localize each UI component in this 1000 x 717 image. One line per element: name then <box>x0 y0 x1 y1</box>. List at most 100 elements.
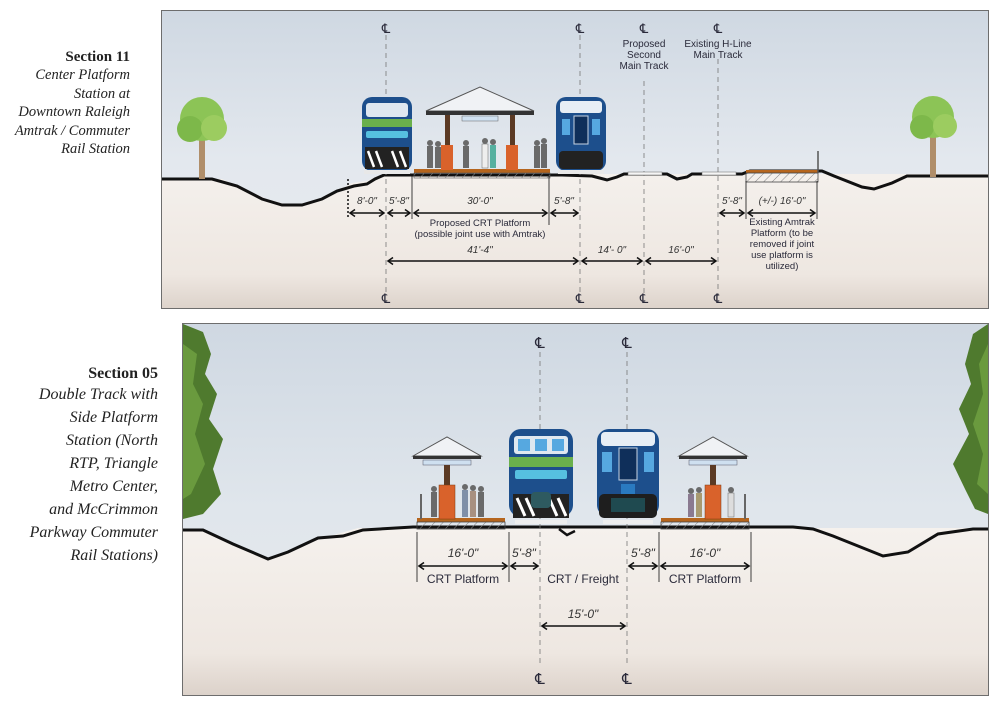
dimension-arrowhead <box>386 208 394 218</box>
section-05-desc-line: RTP, Triangle <box>69 455 158 472</box>
dimension-arrowhead <box>404 208 412 218</box>
dimension-label: 8'-0" <box>357 196 377 207</box>
left-platform-label: CRT Platform <box>427 572 499 586</box>
amtrak-platform-note: Existing Amtrak <box>749 217 815 228</box>
centerline-icon: ℄ <box>381 291 391 306</box>
dimension-label: 41'-4" <box>467 245 493 256</box>
dimension-arrowhead <box>386 256 394 266</box>
amtrak-platform-note: use platform is <box>751 250 813 261</box>
dimension-arrowhead <box>532 561 540 571</box>
dimension-arrowhead <box>636 256 644 266</box>
dimension-arrowhead <box>572 208 580 218</box>
center-platform-shelter <box>413 86 551 179</box>
centerline-icon: ℄ <box>639 21 649 36</box>
people-group <box>427 138 547 169</box>
amtrak-platform-note: removed if joint <box>750 239 815 250</box>
dimension-arrowhead <box>549 208 557 218</box>
dimension-arrowhead <box>540 621 548 631</box>
section-11-svg: ℄ ℄ ℄ ℄ ℄ ℄ ℄ ℄ Proposed Second Main Tra… <box>162 11 988 308</box>
section-05-caption: Section 05 Double Track with Side Platfo… <box>0 364 158 567</box>
section-11-desc-line: Station at <box>74 85 130 102</box>
dimension-label: 16'-0" <box>690 546 721 560</box>
tree-left <box>183 324 223 519</box>
dimension-arrowhead <box>809 208 817 218</box>
dimension-arrowhead <box>501 561 509 571</box>
track-existing-hline <box>701 171 737 176</box>
existing-amtrak-platform <box>745 151 819 183</box>
locomotive-left <box>509 429 573 524</box>
locomotive-right <box>597 429 659 524</box>
dimension-arrowhead <box>718 208 726 218</box>
section-05-desc-line: Parkway Commuter <box>29 524 158 541</box>
people-left-platform <box>431 484 484 517</box>
dimension-lines-row-2 <box>386 256 718 266</box>
dimension-arrowhead <box>627 561 635 571</box>
dimension-label: 30'-0" <box>467 196 493 207</box>
crt-platform-note: Proposed CRT Platform <box>430 218 531 229</box>
dimension-arrowhead <box>659 561 667 571</box>
tree-left <box>177 97 227 179</box>
dimension-label: 5'-8" <box>722 196 742 207</box>
centerline-icon: ℄ <box>575 21 585 36</box>
dimension-label: (+/-) 16'-0" <box>759 196 806 207</box>
dimension-arrowhead <box>412 208 420 218</box>
dimension-arrowhead <box>417 561 425 571</box>
section-05-title: Section 05 <box>88 365 158 382</box>
dimension-extension-lines <box>416 532 752 582</box>
section-05-desc-line: Station (North <box>65 432 158 449</box>
centerline-icon: ℄ <box>639 291 649 306</box>
proposed-second-track-label: Second <box>627 50 661 61</box>
centerline-icon: ℄ <box>534 335 545 352</box>
dimension-arrowhead <box>746 208 754 218</box>
existing-hline-track-label: Main Track <box>694 50 744 61</box>
centerline-icon: ℄ <box>713 21 723 36</box>
dimension-arrowhead <box>580 256 588 266</box>
section-05-desc-line: Rail Stations) <box>70 547 158 564</box>
dimension-arrowhead <box>509 561 517 571</box>
dimension-label: 5'-8" <box>512 546 537 560</box>
dimension-arrowhead <box>541 208 549 218</box>
amtrak-platform-note: utilized) <box>766 261 799 272</box>
dimension-label: 5'-8" <box>554 196 574 207</box>
locomotive-left <box>362 97 412 174</box>
dimension-lines-row-1 <box>347 176 818 225</box>
section-11-diagram: ℄ ℄ ℄ ℄ ℄ ℄ ℄ ℄ Proposed Second Main Tra… <box>161 10 989 309</box>
dimension-arrowhead <box>348 208 356 218</box>
dimension-arrowhead <box>644 256 652 266</box>
ground-profile <box>162 169 988 207</box>
centerline-icon: ℄ <box>621 335 632 352</box>
tree-right <box>910 96 957 177</box>
section-05-desc-line: Side Platform <box>69 409 158 426</box>
crt-platform-note: (possible joint use with Amtrak) <box>415 229 546 240</box>
dimension-arrowhead <box>743 561 751 571</box>
dimension-label: 5'-8" <box>389 196 409 207</box>
section-11-title: Section 11 <box>65 49 130 65</box>
dimension-arrowhead <box>378 208 386 218</box>
ground <box>162 174 988 308</box>
centerline-icon: ℄ <box>381 21 391 36</box>
dimension-arrowhead <box>572 256 580 266</box>
dimension-lines <box>417 561 751 631</box>
ground-profile <box>183 525 988 561</box>
section-11-desc-line: Center Platform <box>35 67 130 83</box>
dimension-arrowhead <box>651 561 659 571</box>
section-11-caption: Section 11 Center Platform Station at Do… <box>0 48 130 159</box>
tree-right <box>953 324 988 514</box>
left-side-platform <box>411 436 506 530</box>
section-11-desc-line: Amtrak / Commuter <box>14 122 130 139</box>
section-05-diagram: ℄ ℄ ℄ ℄ <box>182 323 989 696</box>
dimension-arrowhead <box>619 621 627 631</box>
section-05-desc-line: Double Track with <box>38 386 158 403</box>
section-11-desc-line: Rail Station <box>61 141 130 157</box>
centerline-icon: ℄ <box>713 291 723 306</box>
dimension-arrowhead <box>710 256 718 266</box>
proposed-second-track-label: Main Track <box>620 61 670 72</box>
right-side-platform <box>660 436 750 530</box>
section-05-desc-line: Metro Center, <box>69 478 158 495</box>
existing-hline-track-label: Existing H-Line <box>684 39 752 50</box>
section-05-desc-line: and McCrimmon <box>49 501 158 518</box>
dimension-label: 14'- 0" <box>598 245 627 256</box>
amtrak-platform-note: Platform (to be <box>751 228 813 239</box>
centerline-icon: ℄ <box>621 671 632 688</box>
dimension-label: 15'-0" <box>568 607 599 621</box>
